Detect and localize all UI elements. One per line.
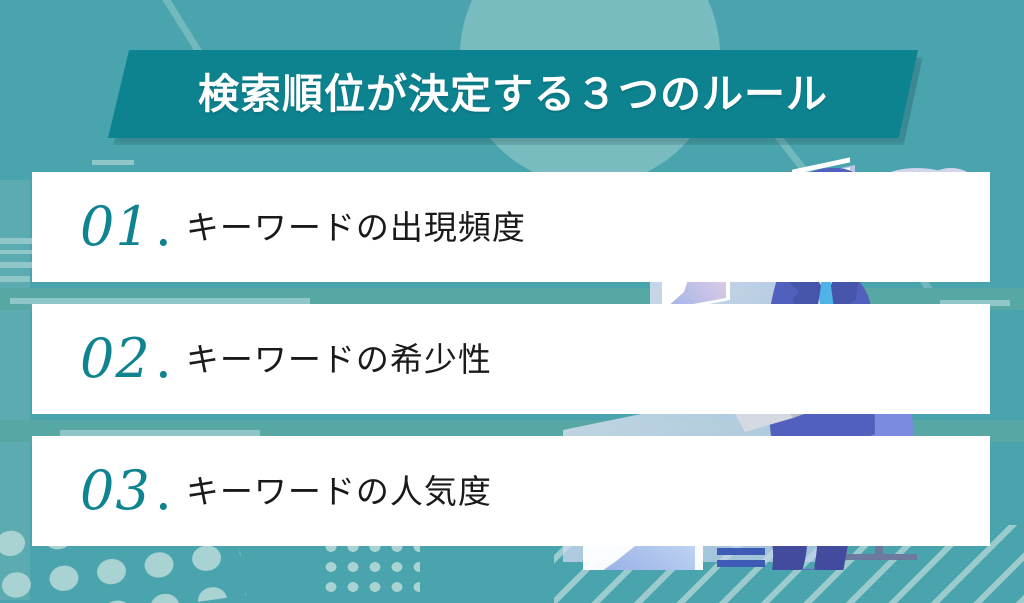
decorative-stripe [10, 298, 310, 304]
page-title: 検索順位が決定する３つのルール [198, 69, 828, 118]
item-number: 03 [80, 459, 151, 522]
decorative-stripe [0, 262, 50, 268]
decorative-stripe [92, 160, 134, 165]
item-label: キーワードの希少性 [185, 339, 492, 379]
list-item: 03 . キーワードの人気度 [32, 436, 990, 546]
list-item: 02 . キーワードの希少性 [32, 304, 990, 414]
decorative-stripe [0, 276, 30, 282]
list-item: 01 . キーワードの出現頻度 [32, 172, 990, 282]
decorative-stripe [60, 430, 260, 436]
item-number: 01 [80, 195, 151, 258]
item-label: キーワードの出現頻度 [185, 207, 526, 247]
item-number-separator: . [154, 195, 172, 258]
item-number: 02 [80, 327, 151, 390]
title-banner-shape: 検索順位が決定する３つのルール [108, 50, 918, 138]
decorative-stripe [940, 300, 1010, 306]
item-number-separator: . [154, 459, 172, 522]
item-label: キーワードの人気度 [185, 471, 492, 511]
decorative-stripe [0, 238, 42, 244]
decorative-small-dot-pattern [320, 537, 420, 599]
decorative-stripe [0, 250, 36, 254]
item-number-separator: . [154, 327, 172, 390]
title-banner: 検索順位が決定する３つのルール [108, 50, 923, 145]
